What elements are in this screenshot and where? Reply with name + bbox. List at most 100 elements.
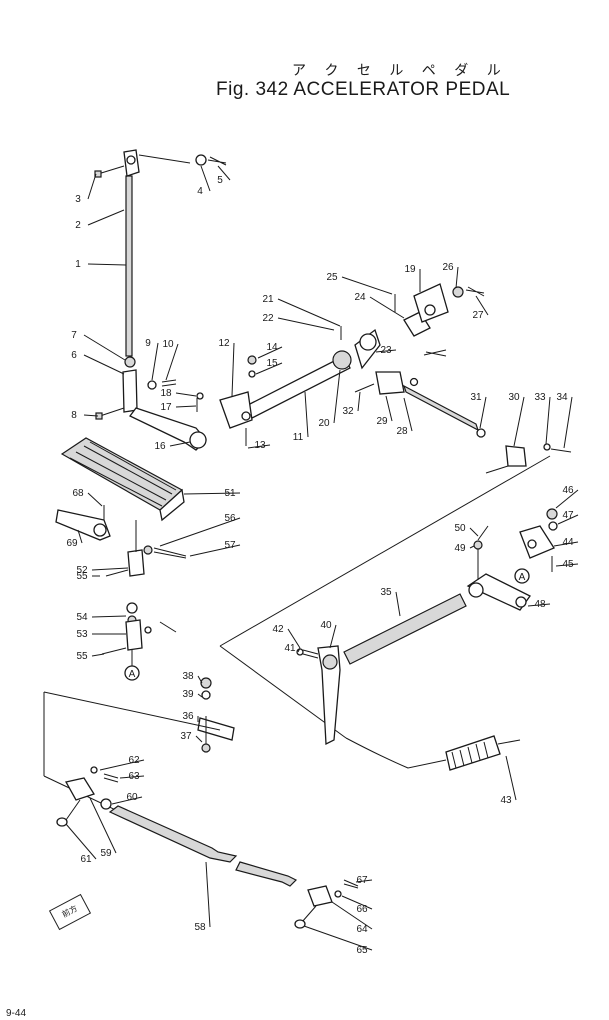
- lever-part-16: [129, 407, 207, 451]
- callout-leader-41: [297, 647, 301, 653]
- callout-leader-61: [65, 823, 97, 860]
- clevis-part-64: [307, 885, 333, 907]
- callout-leader-15: [255, 362, 283, 375]
- callout-leader-43: [505, 755, 517, 801]
- callout-leader-34: [563, 396, 573, 449]
- upper-shaft-assembly: [129, 283, 572, 474]
- spring-part-43: [445, 735, 501, 771]
- callout-leader-7: [83, 334, 126, 361]
- callout-36: 36: [182, 711, 194, 722]
- rod-part-1: [125, 175, 133, 357]
- callout-leader-57: [189, 544, 241, 557]
- callout-53: 53: [76, 629, 88, 640]
- callout-leader-64: [331, 901, 373, 930]
- callout-leader-33: [545, 396, 551, 445]
- callout-56: 56: [224, 513, 236, 524]
- callout-leader-11: [304, 391, 309, 438]
- callout-19: 19: [404, 264, 416, 275]
- callout-66: 66: [356, 904, 368, 915]
- callout-leader-35: [395, 591, 401, 617]
- callout-14: 14: [266, 342, 278, 353]
- page-number: 9-44: [6, 1008, 27, 1019]
- callout-57: 57: [224, 540, 236, 551]
- callout-54: 54: [76, 612, 88, 623]
- callout-61: 61: [80, 854, 92, 865]
- callout-55: 55: [76, 571, 88, 582]
- callout-12: 12: [218, 338, 230, 349]
- callout-leader-47: [557, 514, 579, 525]
- callout-leader-27: [475, 295, 489, 316]
- callout-leader-1: [87, 263, 127, 266]
- callout-leader-66: [341, 895, 373, 910]
- callout-6: 6: [71, 350, 77, 361]
- connection-label-a-2: A: [519, 572, 526, 583]
- callout-leader-58: [205, 861, 211, 928]
- callout-23: 23: [380, 345, 392, 356]
- callout-52: 52: [76, 565, 88, 576]
- callout-67: 67: [356, 875, 368, 886]
- callout-20: 20: [318, 418, 330, 429]
- clevis-part-53: [125, 619, 143, 651]
- callout-44: 44: [562, 537, 574, 548]
- callout-leader-30: [513, 396, 525, 447]
- callout-leader-13: [247, 444, 271, 449]
- pedal-assembly: [55, 437, 187, 681]
- cable-assembly: [43, 691, 359, 929]
- callout-leader-2: [87, 209, 125, 226]
- callout-65: 65: [356, 945, 368, 956]
- callout-33: 33: [534, 392, 546, 403]
- callout-leader-18: [175, 392, 197, 397]
- bracket-part-59: [65, 777, 95, 801]
- callout-55: 55: [76, 651, 88, 662]
- callout-leader-49: [469, 545, 475, 549]
- callout-leader-51: [183, 492, 241, 495]
- callout-13: 13: [254, 440, 266, 451]
- shaft-part-35: [343, 593, 467, 665]
- callout-leader-8: [83, 414, 99, 417]
- callout-leader-67: [355, 879, 373, 883]
- callout-leader-29: [385, 395, 393, 422]
- callout-leader-56: [159, 517, 241, 547]
- callout-leader-46: [555, 489, 579, 509]
- clevis-part-52: [127, 549, 145, 577]
- callout-leader-62: [99, 759, 145, 771]
- callout-leader-21: [277, 298, 341, 327]
- callout-leader-50: [469, 527, 479, 537]
- figure-title: Fig. 342 ACCELERATOR PEDAL: [216, 79, 511, 100]
- callout-leader-14: [257, 346, 283, 359]
- callout-leader-55: [91, 653, 105, 657]
- callout-leader-63: [119, 775, 145, 779]
- lower-clevis-part-6: [122, 369, 138, 413]
- callout-42: 42: [272, 624, 284, 635]
- callout-59: 59: [100, 848, 112, 859]
- clevis-part-29: [375, 371, 405, 395]
- callout-34: 34: [556, 392, 568, 403]
- callout-leader-42: [287, 628, 301, 649]
- callout-leader-16: [169, 441, 191, 447]
- callout-37: 37: [180, 731, 192, 742]
- callout-leader-52: [91, 567, 129, 571]
- figure-title-japanese: ア ク セ ル ペ ダ ル: [292, 63, 508, 79]
- bushing-part-20: [332, 350, 352, 370]
- callout-leader-23: [375, 349, 397, 353]
- connection-label-a-1: A: [129, 669, 136, 680]
- callout-leader-44: [553, 541, 579, 547]
- callout-leader-37: [195, 735, 203, 743]
- callout-11: 11: [293, 432, 304, 443]
- callout-leader-10: [165, 343, 179, 381]
- clevis-part-30: [505, 445, 527, 467]
- callout-1: 1: [75, 259, 81, 270]
- callout-leader-17: [175, 405, 197, 408]
- callout-leader-26: [455, 266, 459, 289]
- callout-38: 38: [182, 671, 194, 682]
- callout-69: 69: [66, 538, 78, 549]
- callout-leader-60: [111, 796, 143, 805]
- callout-30: 30: [508, 392, 520, 403]
- cable-part-58: [108, 805, 238, 863]
- callout-5: 5: [217, 175, 223, 186]
- callout-58: 58: [194, 922, 206, 933]
- callout-41: 41: [284, 643, 296, 654]
